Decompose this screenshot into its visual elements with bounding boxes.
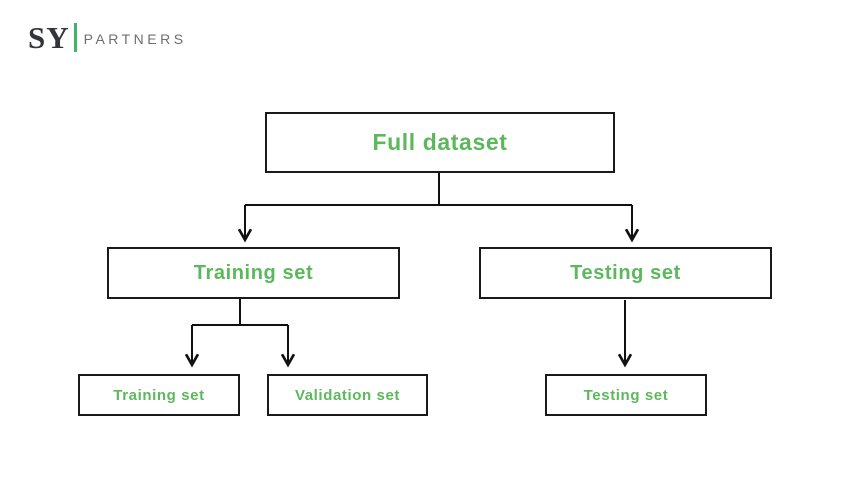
node-validation-set: Validation set	[267, 374, 428, 416]
node-full-dataset-label: Full dataset	[372, 129, 508, 155]
logo-divider-bar	[73, 23, 77, 52]
node-testing-subset: Testing set	[545, 374, 707, 416]
sy-partners-logo: SY PARTNERS	[28, 22, 187, 53]
node-full-dataset: Full dataset	[265, 112, 615, 173]
node-validation-set-label: Validation set	[294, 386, 401, 404]
node-testing-subset-label: Testing set	[583, 386, 669, 404]
logo-sy-text: SY	[28, 20, 70, 55]
node-training-subset: Training set	[78, 374, 240, 416]
node-training-subset-label: Training set	[113, 386, 205, 404]
node-training-set: Training set	[107, 247, 400, 299]
logo-partners-text: PARTNERS	[83, 30, 187, 47]
node-testing-set: Testing set	[479, 247, 772, 299]
node-training-set-label: Training set	[193, 261, 314, 284]
node-testing-set-label: Testing set	[570, 261, 681, 284]
